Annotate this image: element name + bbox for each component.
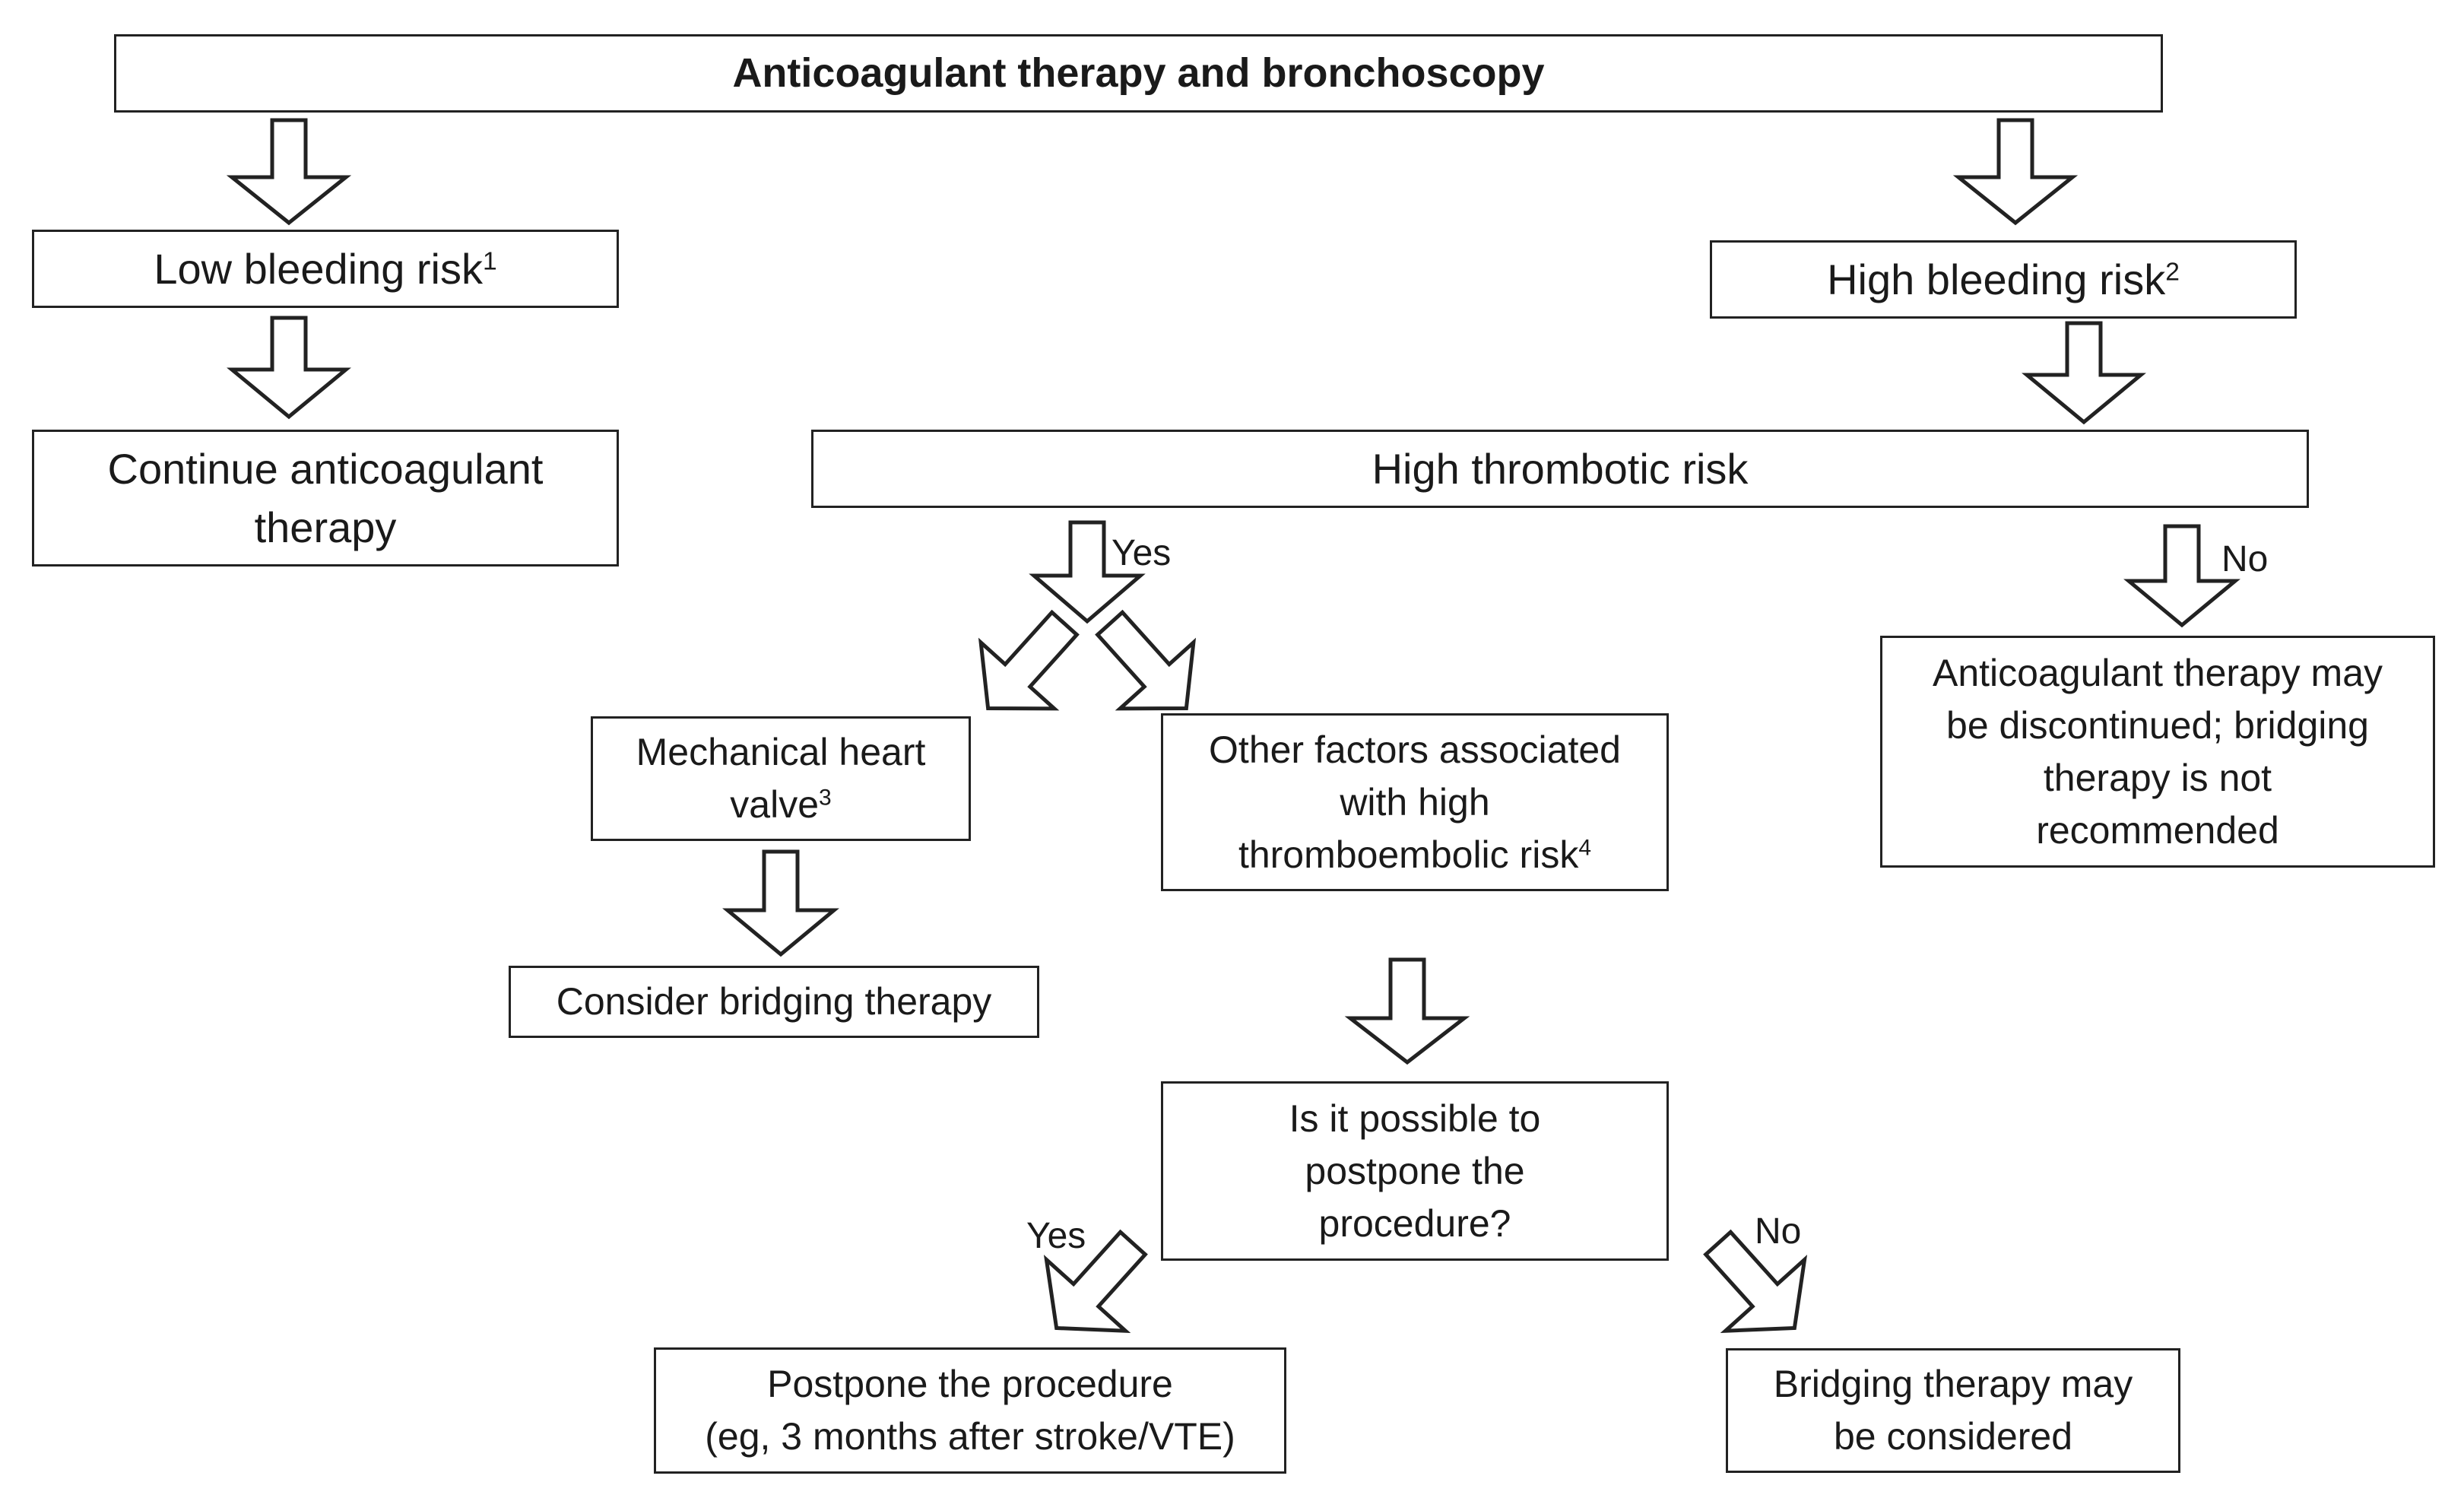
title-box: Anticoagulant therapy and bronchoscopy (114, 34, 2163, 113)
postpone-question-line-2: postpone the (1305, 1149, 1525, 1192)
footnote-3: 3 (819, 785, 832, 811)
node-low-bleeding-risk: Low bleeding risk1 (32, 230, 619, 308)
discontinue-line-3: therapy is not (2043, 756, 2272, 799)
high-thrombotic-risk-label: High thrombotic risk (1372, 444, 1749, 493)
node-high-bleeding-risk: High bleeding risk2 (1710, 240, 2297, 319)
continue-line-1: Continue anticoagulant (107, 444, 544, 493)
bridging-considered-line-1: Bridging therapy may (1773, 1363, 2133, 1405)
footnote-1: 1 (483, 247, 497, 276)
node-bridging-considered: Bridging therapy may be considered (1726, 1348, 2180, 1473)
label-no-thrombotic: No (2221, 539, 2269, 579)
footnote-4: 4 (1578, 835, 1592, 860)
continue-line-2: therapy (254, 503, 397, 551)
arrow-thrombotic-no (2123, 524, 2240, 628)
footnote-2: 2 (2165, 258, 2180, 287)
arrow-yes-to-valve (978, 609, 1080, 711)
low-bleeding-risk-label: Low bleeding risk (154, 244, 483, 293)
arrow-title-to-low (226, 118, 352, 226)
arrow-other-to-question (1344, 957, 1470, 1065)
postpone-line-2: (eg, 3 months after stroke/VTE) (705, 1415, 1235, 1458)
arrow-valve-to-bridging (722, 849, 839, 957)
label-no-postpone: No (1755, 1211, 1802, 1252)
node-mechanical-heart-valve: Mechanical heart valve3 (591, 716, 971, 841)
node-high-thrombotic-risk: High thrombotic risk (811, 430, 2309, 508)
arrow-high-to-thrombotic (2022, 321, 2146, 425)
node-postpone-question: Is it possible to postpone the procedure… (1161, 1081, 1669, 1261)
postpone-question-line-1: Is it possible to (1289, 1097, 1541, 1140)
label-yes-postpone: Yes (1026, 1216, 1086, 1256)
arrow-yes-to-other (1095, 609, 1197, 711)
arrow-thrombotic-yes (1029, 520, 1146, 624)
arrow-title-to-high (1952, 118, 2079, 226)
postpone-question-line-3: procedure? (1318, 1201, 1511, 1245)
arrow-low-to-continue (227, 316, 351, 420)
discontinue-line-4: recommended (2036, 808, 2279, 852)
mechanical-line-2: valve (730, 783, 820, 826)
high-bleeding-risk-label: High bleeding risk (1827, 255, 2166, 303)
mechanical-line-1: Mechanical heart (636, 731, 926, 773)
other-factors-line-2: with high (1340, 780, 1490, 824)
arrow-question-no (1703, 1229, 1808, 1333)
node-consider-bridging: Consider bridging therapy (509, 966, 1039, 1038)
node-other-factors: Other factors associated with high throm… (1161, 713, 1669, 891)
other-factors-line-1: Other factors associated (1209, 728, 1621, 771)
bridging-considered-line-2: be considered (1833, 1415, 2073, 1458)
label-yes-thrombotic: Yes (1111, 533, 1172, 573)
other-factors-line-3: thromboembolic risk (1238, 833, 1579, 876)
arrow-question-yes (1043, 1229, 1148, 1333)
consider-bridging-label: Consider bridging therapy (556, 980, 992, 1023)
node-postpone-procedure: Postpone the procedure (eg, 3 months aft… (654, 1347, 1286, 1474)
discontinue-line-2: be discontinued; bridging (1946, 703, 2369, 747)
node-discontinue: Anticoagulant therapy may be discontinue… (1880, 636, 2435, 868)
postpone-line-1: Postpone the procedure (767, 1363, 1173, 1405)
diagram-title: Anticoagulant therapy and bronchoscopy (732, 50, 1545, 97)
node-continue-anticoagulant: Continue anticoagulant therapy (32, 430, 619, 567)
discontinue-line-1: Anticoagulant therapy may (1932, 651, 2383, 694)
